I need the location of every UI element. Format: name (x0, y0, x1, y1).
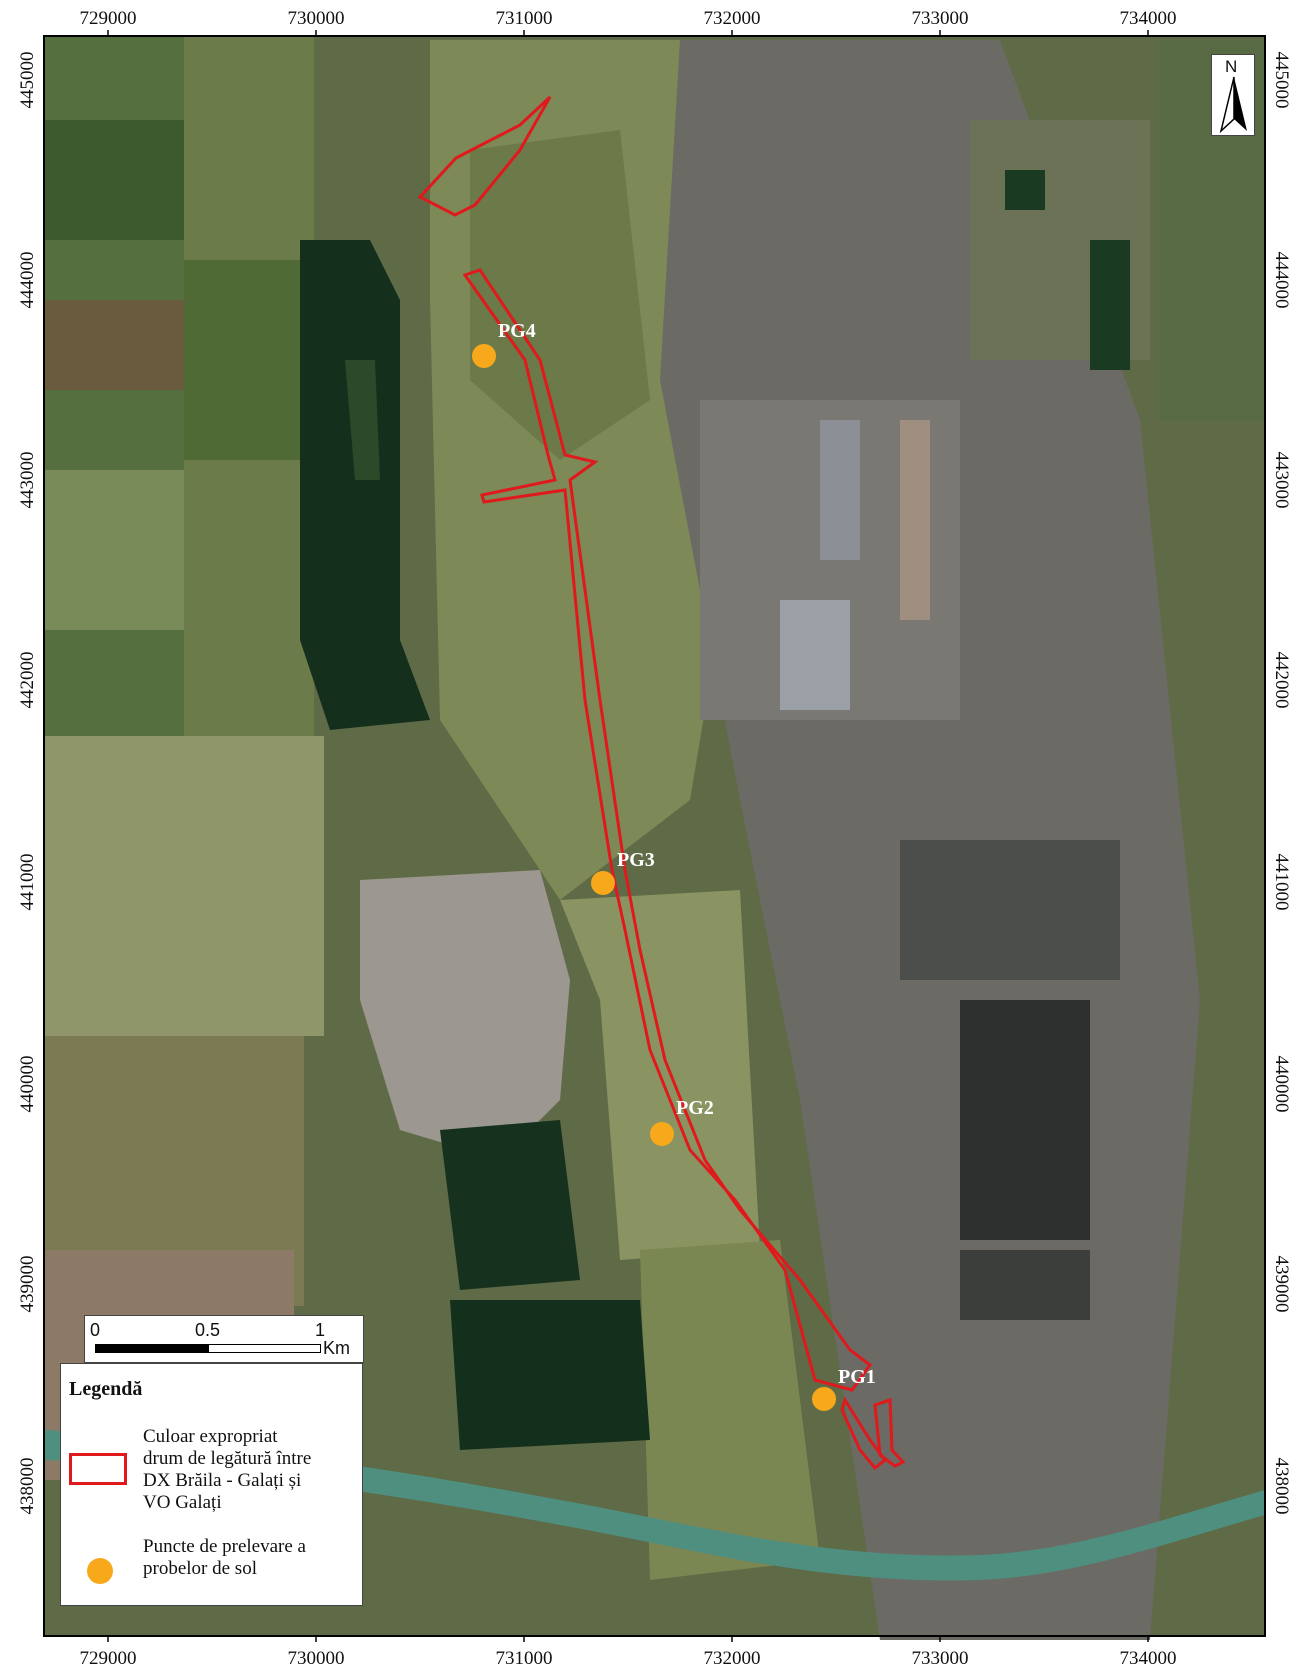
y-tick-label: 445000 (17, 52, 38, 109)
sample-point-labels: PG4 PG3 PG2 PG1 (498, 320, 876, 1388)
y-tick-label: 444000 (1271, 252, 1292, 309)
y-tick-label: 445000 (1271, 52, 1292, 109)
x-tick-label: 734000 (1120, 8, 1177, 29)
legend-title: Legendă (69, 1378, 143, 1400)
sample-points (472, 344, 836, 1411)
x-tick-label: 730000 (288, 1648, 345, 1669)
scale-segment (208, 1344, 321, 1353)
y-tick-label: 438000 (1271, 1458, 1292, 1515)
north-arrow: N (1211, 54, 1255, 136)
x-tick-label: 729000 (80, 1648, 137, 1669)
x-tick-label: 730000 (288, 8, 345, 29)
y-axis-left: 445000 444000 443000 442000 441000 44000… (17, 52, 38, 1515)
y-tick-label: 442000 (1271, 652, 1292, 709)
sample-point-label: PG4 (498, 320, 536, 342)
y-tick-label: 439000 (1271, 1256, 1292, 1313)
sample-point-label: PG1 (838, 1366, 876, 1388)
sample-point-pg4 (472, 344, 496, 368)
north-arrow-icon (1219, 76, 1247, 134)
sample-point-label: PG3 (617, 849, 655, 871)
x-axis-bottom: 729000 730000 731000 732000 733000 73400… (80, 1648, 1177, 1669)
sample-point-label: PG2 (676, 1097, 714, 1119)
sample-point-pg1 (812, 1387, 836, 1411)
scale-label: 0 (90, 1320, 101, 1340)
y-tick-label: 443000 (1271, 452, 1292, 509)
sample-point-pg2 (650, 1122, 674, 1146)
farmland-west (44, 36, 324, 1480)
legend-point-swatch (87, 1558, 113, 1584)
legend-corridor-text: Culoar expropriat drum de legătură între… (143, 1426, 312, 1513)
x-tick-label: 732000 (704, 1648, 761, 1669)
y-axis-right: 445000 444000 443000 442000 441000 44000… (1271, 52, 1292, 1515)
map-frame (43, 35, 1266, 1637)
x-axis-top: 729000 730000 731000 732000 733000 73400… (80, 8, 1177, 29)
corridor-outline (417, 95, 906, 1471)
sample-point-pg3 (591, 871, 615, 895)
legend-corridor-swatch (69, 1453, 127, 1485)
tick-marks (107, 30, 1149, 1642)
legend-points-text: Puncte de prelevare a probelor de sol (143, 1536, 306, 1579)
lakes (300, 170, 1130, 1450)
y-tick-label: 444000 (17, 252, 38, 309)
y-tick-label: 441000 (1271, 854, 1292, 911)
x-tick-label: 732000 (704, 8, 761, 29)
y-tick-label: 438000 (17, 1458, 38, 1515)
quarry (360, 870, 570, 1160)
scale-bar: 0 0.5 1 Km (84, 1315, 364, 1363)
x-tick-label: 729000 (80, 8, 137, 29)
scale-segment (95, 1344, 208, 1353)
legend: Legendă Culoar expropriat drum de legătu… (60, 1363, 363, 1606)
x-tick-label: 731000 (496, 1648, 553, 1669)
x-tick-label: 734000 (1120, 1648, 1177, 1669)
y-tick-label: 442000 (17, 652, 38, 709)
x-tick-label: 733000 (912, 1648, 969, 1669)
y-tick-label: 441000 (17, 854, 38, 911)
y-tick-label: 440000 (17, 1056, 38, 1113)
y-tick-label: 443000 (17, 452, 38, 509)
x-tick-label: 733000 (912, 8, 969, 29)
x-tick-label: 731000 (496, 8, 553, 29)
scale-label: 1 (315, 1320, 326, 1340)
north-label: N (1225, 57, 1238, 76)
y-tick-label: 439000 (17, 1256, 38, 1313)
scale-label: 0.5 (195, 1320, 221, 1340)
y-tick-label: 440000 (1271, 1056, 1292, 1113)
scale-unit: Km (323, 1338, 350, 1358)
